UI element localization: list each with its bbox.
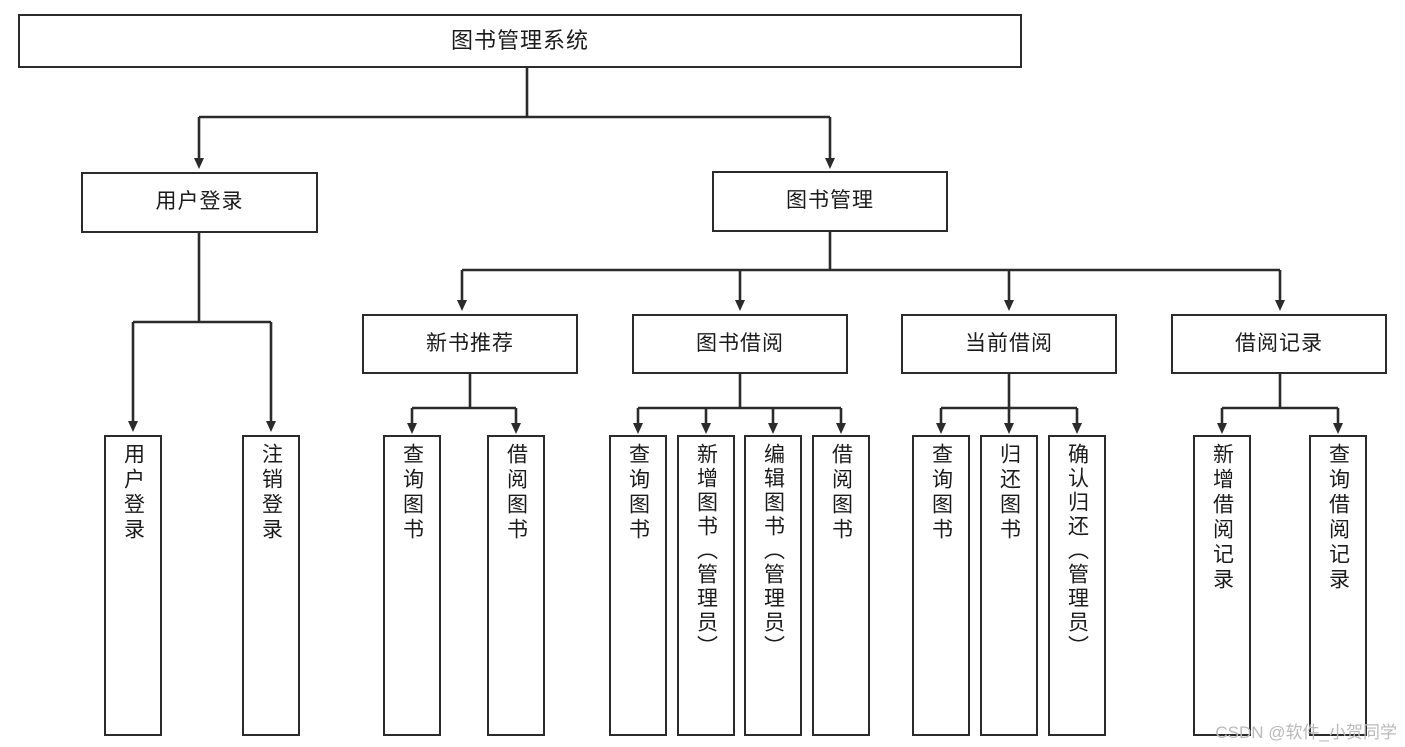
watermark-text: CSDN @软件_小贺同学 bbox=[1215, 723, 1397, 742]
node-root-label: 图书管理系统 bbox=[450, 28, 589, 54]
node-user-login-label: 用户登录 bbox=[155, 190, 244, 214]
leaf-user-login[interactable]: 用户登录 bbox=[104, 435, 162, 736]
node-book-borrow-label: 图书借阅 bbox=[696, 331, 784, 355]
leaf-add-book[interactable]: 新增图书（管理员） bbox=[677, 435, 735, 736]
leaf-edit-book-label: 编辑图书（管理员） bbox=[761, 443, 785, 659]
leaf-add-record-label: 新增借阅记录 bbox=[1210, 443, 1234, 593]
leaf-user-logout[interactable]: 注销登录 bbox=[242, 435, 300, 736]
node-borrow-record[interactable]: 借阅记录 bbox=[1171, 314, 1387, 374]
node-current-borrow-label: 当前借阅 bbox=[965, 331, 1053, 355]
node-new-book-recommend[interactable]: 新书推荐 bbox=[362, 314, 578, 374]
leaf-confirm-return-label: 确认归还（管理员） bbox=[1065, 443, 1089, 659]
leaf-borrow-book-1[interactable]: 借阅图书 bbox=[487, 435, 545, 736]
node-user-login[interactable]: 用户登录 bbox=[81, 172, 318, 233]
leaf-edit-book[interactable]: 编辑图书（管理员） bbox=[744, 435, 802, 736]
leaf-user-logout-label: 注销登录 bbox=[259, 443, 283, 543]
leaf-query-book-3[interactable]: 查询图书 bbox=[912, 435, 970, 736]
leaf-query-record[interactable]: 查询借阅记录 bbox=[1309, 435, 1367, 736]
leaf-confirm-return[interactable]: 确认归还（管理员） bbox=[1048, 435, 1106, 736]
leaf-query-book-1-label: 查询图书 bbox=[400, 443, 424, 543]
leaf-user-login-label: 用户登录 bbox=[121, 443, 145, 543]
leaf-query-book-2[interactable]: 查询图书 bbox=[609, 435, 667, 736]
node-new-book-recommend-label: 新书推荐 bbox=[426, 331, 514, 355]
node-book-management-label: 图书管理 bbox=[786, 189, 874, 213]
leaf-query-book-1[interactable]: 查询图书 bbox=[383, 435, 441, 736]
node-book-borrow[interactable]: 图书借阅 bbox=[632, 314, 848, 374]
node-book-management[interactable]: 图书管理 bbox=[712, 171, 948, 232]
node-current-borrow[interactable]: 当前借阅 bbox=[901, 314, 1117, 374]
leaf-add-book-label: 新增图书（管理员） bbox=[694, 443, 718, 659]
leaf-query-record-label: 查询借阅记录 bbox=[1326, 443, 1350, 593]
leaf-borrow-book-2-label: 借阅图书 bbox=[829, 443, 853, 543]
leaf-add-record[interactable]: 新增借阅记录 bbox=[1193, 435, 1251, 736]
leaf-return-book[interactable]: 归还图书 bbox=[980, 435, 1038, 736]
leaf-return-book-label: 归还图书 bbox=[997, 443, 1021, 543]
leaf-query-book-3-label: 查询图书 bbox=[929, 443, 953, 543]
leaf-borrow-book-2[interactable]: 借阅图书 bbox=[812, 435, 870, 736]
leaf-query-book-2-label: 查询图书 bbox=[626, 443, 650, 543]
leaf-borrow-book-1-label: 借阅图书 bbox=[504, 443, 528, 543]
node-borrow-record-label: 借阅记录 bbox=[1235, 331, 1323, 355]
node-root[interactable]: 图书管理系统 bbox=[18, 14, 1022, 68]
